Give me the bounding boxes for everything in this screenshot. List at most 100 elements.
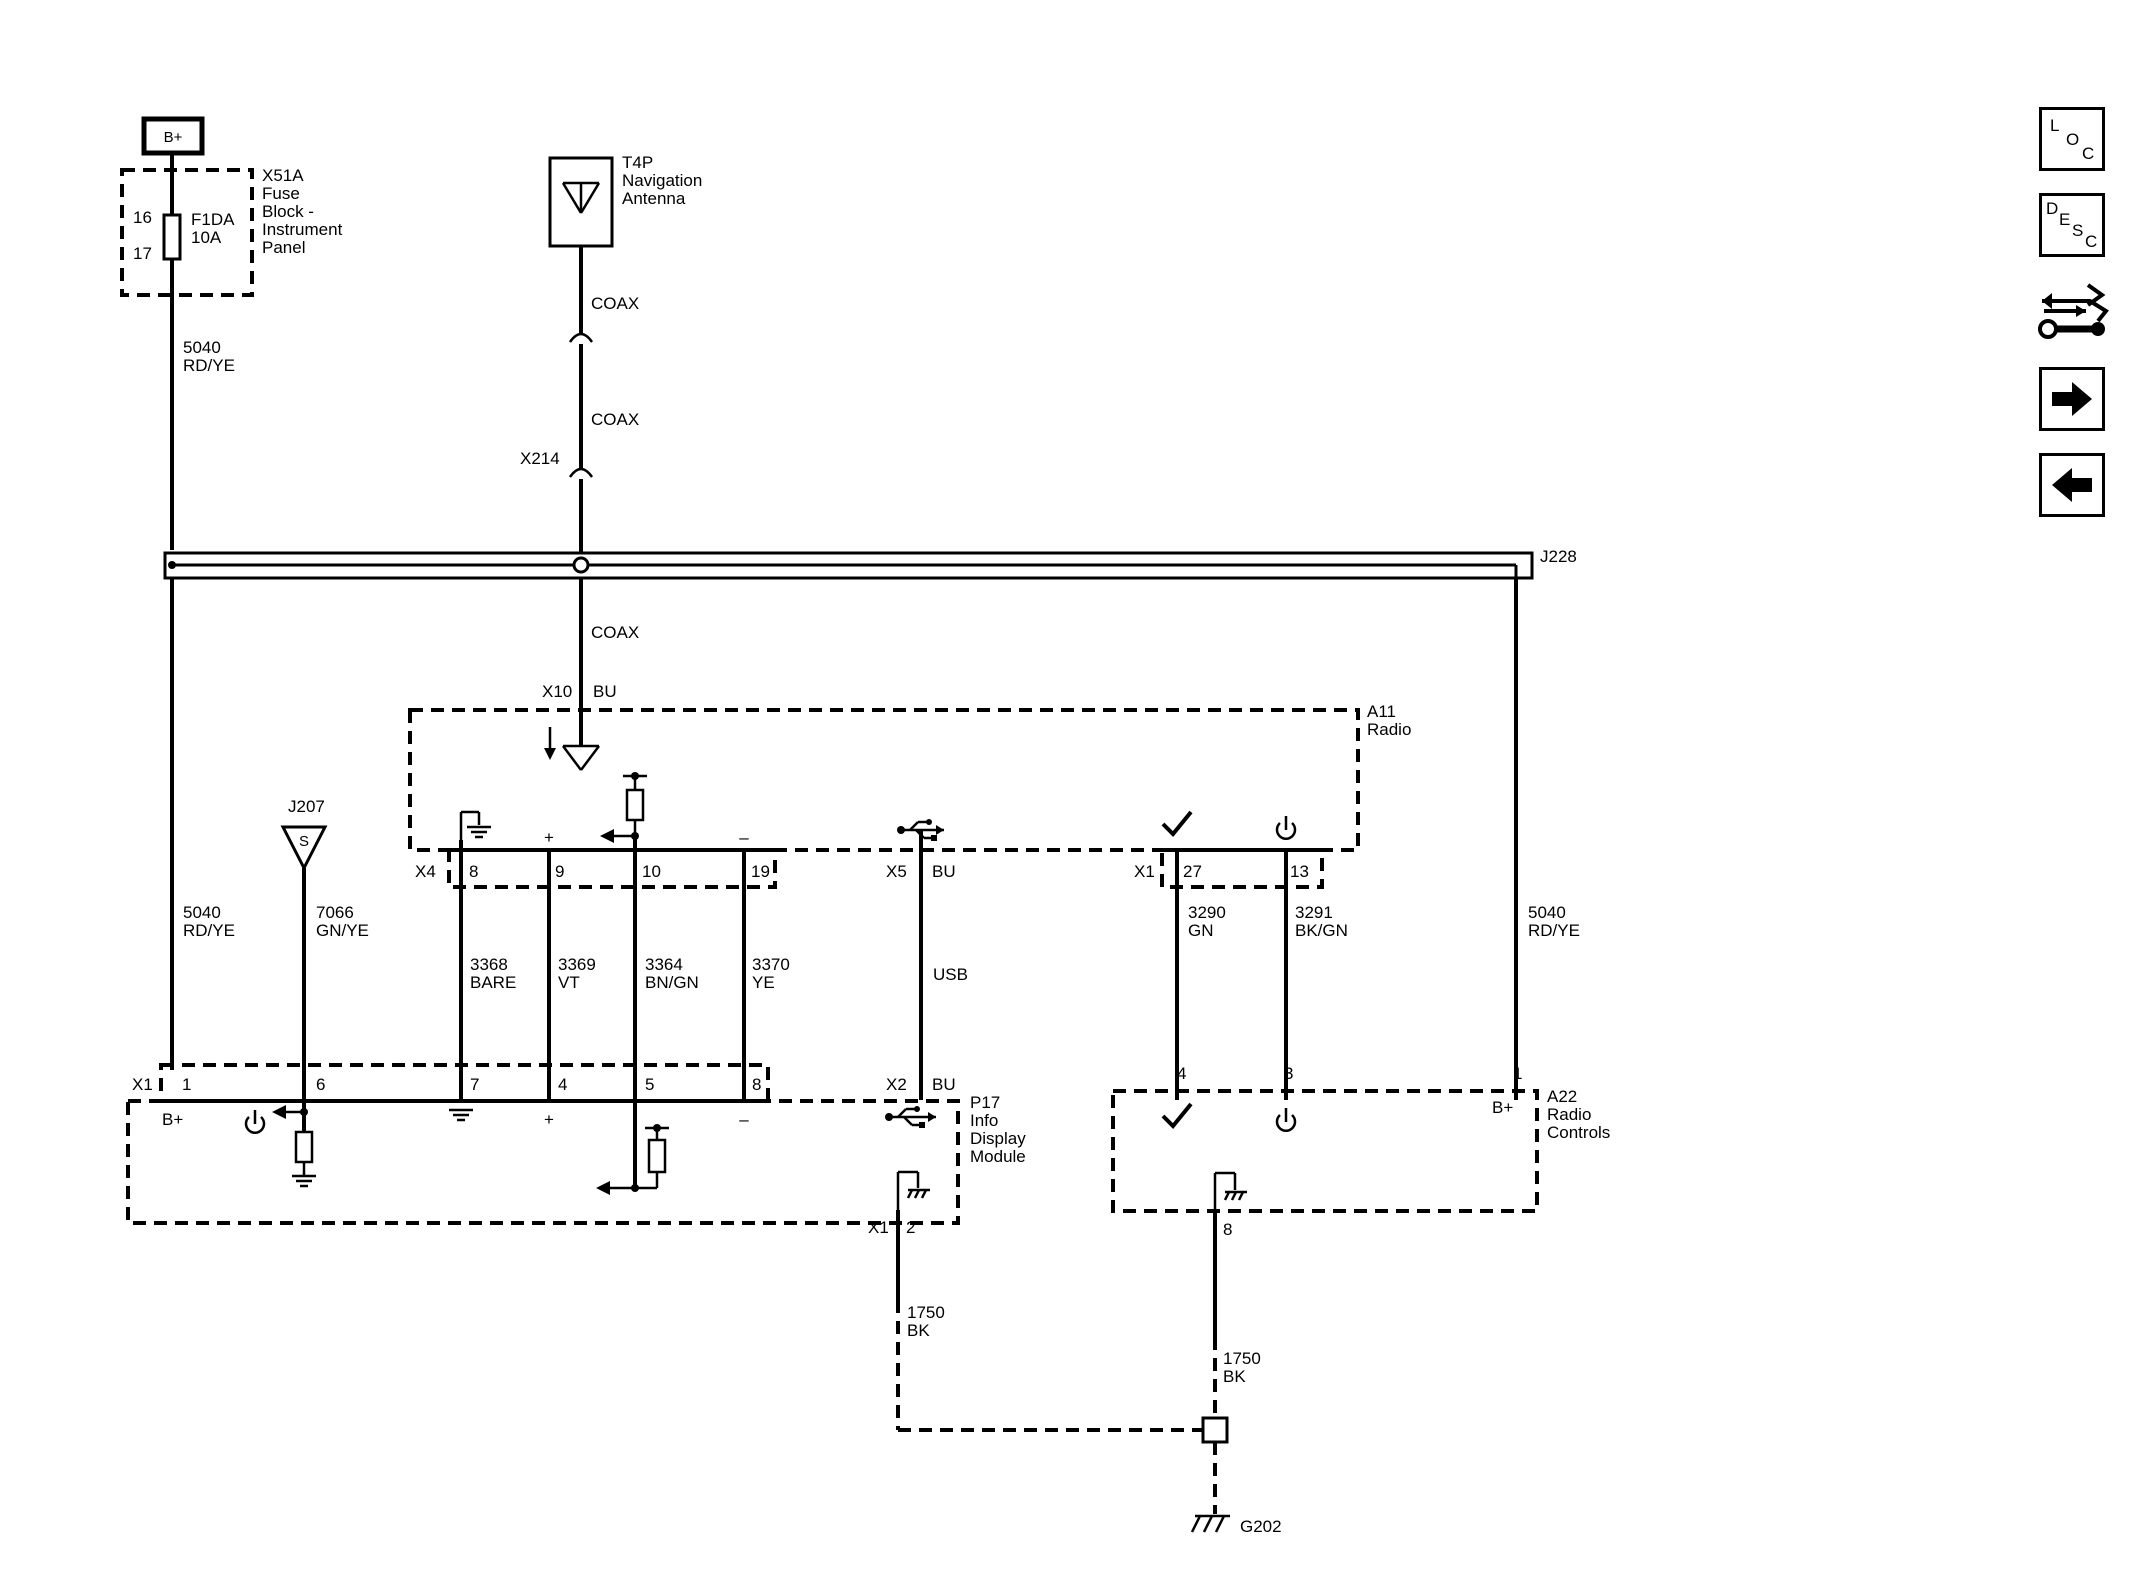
svg-text:3290: 3290 <box>1188 903 1226 922</box>
svg-text:3370: 3370 <box>752 955 790 974</box>
j207-splice-symbol: S <box>280 825 328 872</box>
desc-button[interactable]: D E S C <box>2039 193 2105 257</box>
svg-text:BK: BK <box>907 1321 930 1340</box>
display-x1-label: X1 <box>132 1075 153 1094</box>
navigation-antenna-symbol <box>548 156 614 248</box>
svg-text:Module: Module <box>970 1147 1026 1166</box>
ground-g202-symbol <box>1190 1514 1230 1533</box>
x4-pin-9: 9 <box>555 862 564 881</box>
radio-ground-symbol <box>459 810 491 840</box>
svg-text:Fuse: Fuse <box>262 184 300 203</box>
display-power-icon <box>244 1110 266 1134</box>
battery-positive-terminal: B+ <box>141 116 205 156</box>
svg-text:16: 16 <box>133 208 152 227</box>
svg-text:T4P: T4P <box>622 153 653 172</box>
controls-power-icon <box>1275 1108 1297 1132</box>
antenna-label: T4P Navigation Antenna <box>622 153 702 208</box>
svg-text:F1DA: F1DA <box>191 210 235 229</box>
display-wake-input-symbol <box>272 1105 316 1188</box>
radio-controls-label: A22 Radio Controls <box>1547 1087 1610 1142</box>
display-pin-7: 7 <box>470 1075 479 1094</box>
loc-letter-c: C <box>2082 144 2095 163</box>
svg-text:BN/GN: BN/GN <box>645 973 699 992</box>
splice-pack-j228 <box>163 551 1534 580</box>
previous-page-button[interactable] <box>2039 453 2105 517</box>
svg-text:3291: 3291 <box>1295 903 1333 922</box>
loc-letter-l: L <box>2050 116 2060 135</box>
j228-label: J228 <box>1540 547 1577 566</box>
x4-label: X4 <box>415 862 436 881</box>
svg-text:BK/GN: BK/GN <box>1295 921 1348 940</box>
svg-text:Radio: Radio <box>1547 1105 1591 1124</box>
x5-label: X5 <box>886 862 907 881</box>
x4-pin-8: 8 <box>469 862 478 881</box>
radio-x1-label: X1 <box>1134 862 1155 881</box>
desc-letter-c: C <box>2085 232 2098 251</box>
display-pin-4: 4 <box>558 1075 567 1094</box>
svg-text:Block -: Block - <box>262 202 314 221</box>
svg-text:A11: A11 <box>1367 702 1396 721</box>
svg-text:Navigation: Navigation <box>622 171 702 190</box>
svg-text:YE: YE <box>752 973 775 992</box>
svg-text:X51A: X51A <box>262 166 304 185</box>
svg-text:GN/YE: GN/YE <box>316 921 369 940</box>
display-pin-1: 1 <box>182 1075 191 1094</box>
svg-text:USB: USB <box>933 965 968 984</box>
display-x2-color: BU <box>932 1075 956 1094</box>
j207-label: J207 <box>288 797 325 816</box>
svg-text:Panel: Panel <box>262 238 305 257</box>
connector-repair-icon[interactable] <box>2036 277 2110 347</box>
svg-text:P17: P17 <box>970 1093 1000 1112</box>
controls-bplus-label: B+ <box>1492 1098 1513 1117</box>
svg-text:B+: B+ <box>164 129 183 146</box>
x4-pin-10: 10 <box>642 862 661 881</box>
wire-1750-left-label: 1750 BK <box>907 1303 945 1340</box>
display-chassis-ground-symbol <box>896 1170 930 1210</box>
svg-text:S: S <box>299 833 309 850</box>
svg-text:RD/YE: RD/YE <box>183 356 235 375</box>
display-x2-label: X2 <box>886 1075 907 1094</box>
svg-text:5040: 5040 <box>183 903 221 922</box>
svg-text:RD/YE: RD/YE <box>183 921 235 940</box>
svg-text:5040: 5040 <box>1528 903 1566 922</box>
loc-button[interactable]: L O C <box>2039 107 2105 171</box>
svg-text:BK: BK <box>1223 1367 1246 1386</box>
display-module-outline <box>126 1099 960 1225</box>
svg-text:3364: 3364 <box>645 955 683 974</box>
display-ground-pin: 2 <box>906 1218 915 1237</box>
wire-labels: 5040 RD/YE 7066 GN/YE 3368 BARE 3369 VT … <box>183 903 1580 992</box>
svg-text:17: 17 <box>133 244 152 263</box>
radio-x1-connector <box>1160 848 1324 889</box>
coax-label-1: COAX <box>591 294 639 313</box>
display-ground-conn-label: X1 <box>868 1218 889 1237</box>
ground-splice-box <box>1201 1416 1229 1444</box>
controls-checkmark-icon <box>1161 1102 1193 1129</box>
g202-label: G202 <box>1240 1517 1282 1536</box>
svg-text:Radio: Radio <box>1367 720 1411 739</box>
svg-text:5040: 5040 <box>183 338 221 357</box>
svg-text:1750: 1750 <box>907 1303 945 1322</box>
svg-text:Info: Info <box>970 1111 998 1130</box>
display-module-label: P17 Info Display Module <box>970 1093 1026 1166</box>
desc-letter-s: S <box>2072 221 2084 240</box>
x214-label: X214 <box>520 449 560 468</box>
next-page-button[interactable] <box>2039 367 2105 431</box>
display-pin-5: 5 <box>645 1075 654 1094</box>
display-bplus-label: B+ <box>162 1110 183 1129</box>
display-plus-mark: + <box>544 1110 554 1129</box>
svg-text:BARE: BARE <box>470 973 516 992</box>
svg-text:7066: 7066 <box>316 903 354 922</box>
display-minus-mark: – <box>739 1110 749 1129</box>
radio-module-outline <box>408 708 1360 852</box>
wire-1750-right-label: 1750 BK <box>1223 1349 1261 1386</box>
fuse-block-outline <box>120 168 254 297</box>
svg-text:3369: 3369 <box>558 955 596 974</box>
display-pin-6: 6 <box>316 1075 325 1094</box>
x5-color: BU <box>932 862 956 881</box>
display-usb-icon <box>885 1106 936 1128</box>
display-ground-symbol <box>449 1108 473 1122</box>
desc-letter-d: D <box>2046 199 2059 218</box>
x1-pin-27: 27 <box>1183 862 1202 881</box>
controls-ground-pin: 8 <box>1223 1220 1232 1239</box>
